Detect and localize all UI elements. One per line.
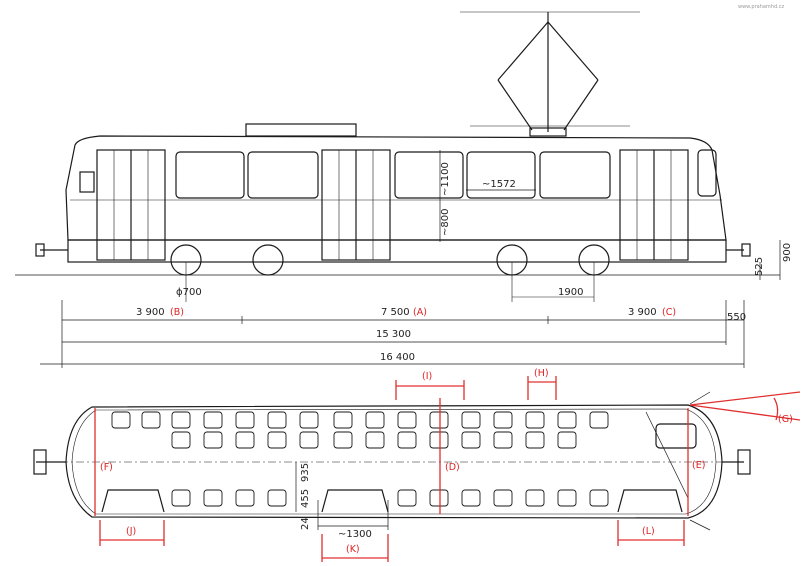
height-dims xyxy=(439,150,781,280)
label-b: (B) xyxy=(170,307,184,318)
window-width-label: ~1572 xyxy=(482,179,516,190)
tram-body-side xyxy=(65,123,727,263)
seats xyxy=(111,411,609,507)
label-k: (K) xyxy=(346,544,360,555)
label-f: (F) xyxy=(100,462,113,473)
side-windows xyxy=(79,149,717,199)
label-h: (H) xyxy=(534,368,549,379)
label-c: (C) xyxy=(662,307,676,318)
aisle-width-label: 935 xyxy=(300,463,311,482)
tram-body-plan xyxy=(33,404,751,519)
floor-height-label: 525 xyxy=(754,257,765,276)
bogie-base-label: 1900 xyxy=(558,287,583,298)
plan-dims xyxy=(295,391,711,531)
door-width-label: ~1300 xyxy=(338,529,372,540)
segment-b-value: 3 900 xyxy=(136,307,165,318)
wheel-diameter-label: ϕ700 xyxy=(176,287,202,298)
label-g: (G) xyxy=(778,414,793,425)
window-height-label: ~1100 xyxy=(440,162,451,196)
label-i: (I) xyxy=(422,371,432,382)
label-e: (E) xyxy=(692,460,705,471)
lower-height-label: ~800 xyxy=(440,209,451,236)
couplers-side xyxy=(35,243,751,257)
door-wells xyxy=(101,411,697,513)
body-length-label: 15 300 xyxy=(376,329,411,340)
seat-width-label: 455 xyxy=(300,489,311,508)
red-annotations xyxy=(94,376,801,562)
segment-a-value: 7 500 xyxy=(381,307,410,318)
label-l: (L) xyxy=(642,526,655,537)
label-d: (D) xyxy=(445,462,460,473)
segment-c-value: 3 900 xyxy=(628,307,657,318)
total-height-label: 900 xyxy=(782,243,793,262)
label-a: (A) xyxy=(413,307,427,318)
total-length-label: 16 400 xyxy=(380,352,415,363)
edge-width-label: 24 xyxy=(300,517,311,530)
side-doors xyxy=(96,149,689,261)
pantograph xyxy=(460,11,640,137)
watermark: www.prahamhd.cz xyxy=(738,4,784,10)
coupler-length-label: 550 xyxy=(727,312,746,323)
label-j: (J) xyxy=(126,526,136,537)
length-dims xyxy=(40,300,745,368)
bogies xyxy=(170,244,610,302)
